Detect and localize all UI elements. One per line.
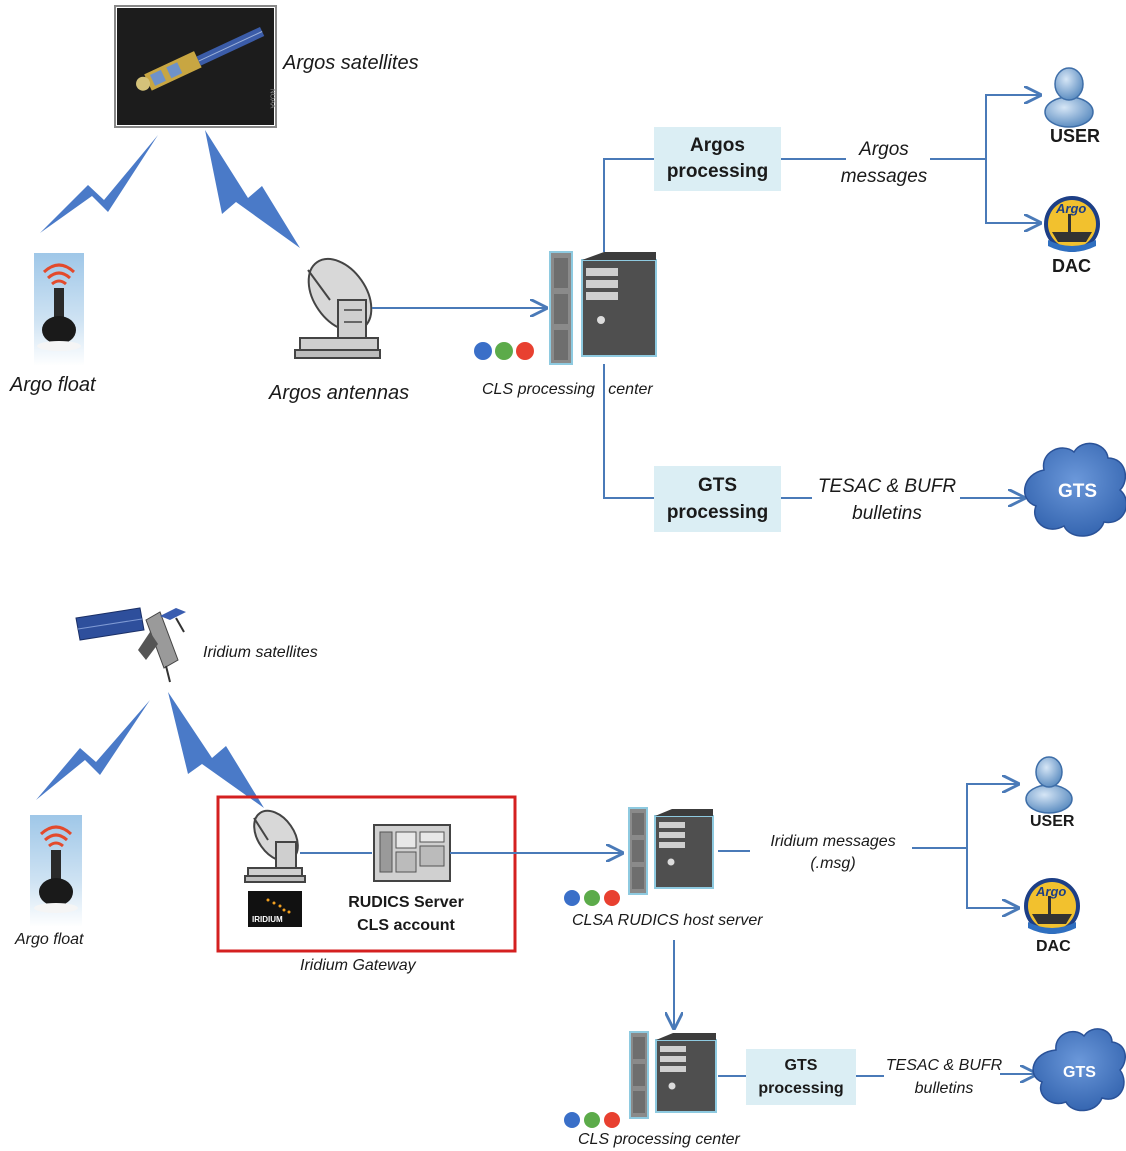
cls-center-bottom-label: CLS processing center xyxy=(578,1131,740,1148)
user-bottom-icon xyxy=(1025,756,1073,814)
gts-processing-top-line2: processing xyxy=(666,502,769,523)
to-user-bottom-arrow xyxy=(966,784,1018,848)
argo-float-top-label: Argo float xyxy=(10,374,96,396)
gts-processing-top-line1: GTS xyxy=(697,475,738,496)
rudics-server-line2: CLS account xyxy=(357,917,455,934)
gts-processing-top-box: GTS processing xyxy=(654,466,781,532)
gts-cloud-bottom-icon xyxy=(1032,1028,1126,1112)
iridium-messages-line1: Iridium messages xyxy=(770,833,896,850)
cls-logo-bottom xyxy=(564,1112,620,1128)
lightning-bolt-left xyxy=(40,135,158,233)
gts-processing-bottom-line1: GTS xyxy=(784,1057,818,1074)
dac-top-logo-text: Argo xyxy=(1056,201,1087,216)
cls-server-top-icon xyxy=(549,251,657,365)
argo-float-bottom-label: Argo float xyxy=(15,931,84,948)
iridium-messages-label: Iridium messages (.msg) xyxy=(760,831,906,875)
cls-center-top-label: CLS processing center xyxy=(482,381,653,398)
dac-bottom-label: DAC xyxy=(1036,938,1071,955)
host-server-icon xyxy=(628,807,714,895)
lightning-bolt-bottom-left xyxy=(36,700,150,800)
argos-messages-line1: Argos xyxy=(859,139,909,160)
dac-bottom-icon xyxy=(1024,878,1080,934)
user-top-label: USER xyxy=(1050,126,1101,146)
bulletins-top-label: TESAC & BUFR bulletins xyxy=(810,473,964,527)
bulletins-bottom-line2: bulletins xyxy=(914,1080,974,1097)
server-to-argos-line xyxy=(603,158,654,252)
dac-top-label: DAC xyxy=(1052,256,1091,276)
noaa-mark: NOAA xyxy=(268,88,276,109)
argos-messages-label: Argos messages xyxy=(838,136,930,190)
rudics-server-line1: RUDICS Server xyxy=(348,894,464,911)
gateway-antenna-icon xyxy=(244,809,306,883)
iridium-messages-line2: (.msg) xyxy=(810,855,856,872)
argos-processing-box: Argos processing xyxy=(654,127,781,191)
rudics-server-icon xyxy=(373,824,451,882)
to-user-top-arrow xyxy=(985,95,1040,159)
bulletins-top-line1: TESAC & BUFR xyxy=(817,476,957,497)
dac-bottom-logo-text: Argo xyxy=(1036,884,1067,899)
lightning-bolt-bottom-right xyxy=(168,692,264,808)
argos-satellite-image xyxy=(114,5,277,128)
user-top-icon xyxy=(1044,67,1094,128)
gts-processing-bottom-line2: processing xyxy=(758,1080,844,1097)
iridium-logo xyxy=(248,891,302,927)
to-dac-top-arrow xyxy=(985,159,1040,223)
rudics-server-label: RUDICS Server CLS account xyxy=(338,891,474,937)
iridium-satellites-label: Iridium satellites xyxy=(203,644,318,661)
argos-messages-line2: messages xyxy=(840,166,928,187)
cls-logo-host xyxy=(564,890,620,906)
gts-cloud-top-label: GTS xyxy=(1058,481,1098,502)
to-dac-bottom-arrow xyxy=(966,848,1018,908)
iridium-satellite-image xyxy=(75,607,186,683)
iridium-gateway-label: Iridium Gateway xyxy=(300,957,416,974)
argos-antenna-icon xyxy=(294,257,381,359)
cls-logo-top xyxy=(474,342,534,360)
bulletins-bottom-label: TESAC & BUFR bulletins xyxy=(884,1054,1004,1100)
bulletins-top-line2: bulletins xyxy=(852,503,922,524)
gts-cloud-top-icon xyxy=(1023,442,1126,537)
bulletins-bottom-line1: TESAC & BUFR xyxy=(885,1057,1003,1074)
argos-processing-line2: processing xyxy=(666,161,769,182)
user-bottom-label: USER xyxy=(1030,813,1075,830)
argo-float-bottom-icon xyxy=(30,815,82,927)
dac-top-icon xyxy=(1044,196,1100,252)
argo-float-top-icon xyxy=(34,253,84,366)
lightning-bolt-right xyxy=(205,130,300,248)
host-server-label: CLSA RUDICS host server xyxy=(572,912,763,929)
argos-satellites-label: Argos satellites xyxy=(283,52,419,74)
argos-antennas-label: Argos antennas xyxy=(269,382,410,404)
gts-processing-bottom-box: GTS processing xyxy=(746,1049,856,1105)
argos-processing-line1: Argos xyxy=(690,135,745,156)
gts-cloud-bottom-label: GTS xyxy=(1063,1064,1096,1081)
iridium-gateway-box xyxy=(216,795,517,953)
server-to-gts-line xyxy=(603,364,654,499)
iridium-logo-text: IRIDIUM xyxy=(252,915,283,924)
cls-server-bottom-icon xyxy=(629,1031,717,1119)
